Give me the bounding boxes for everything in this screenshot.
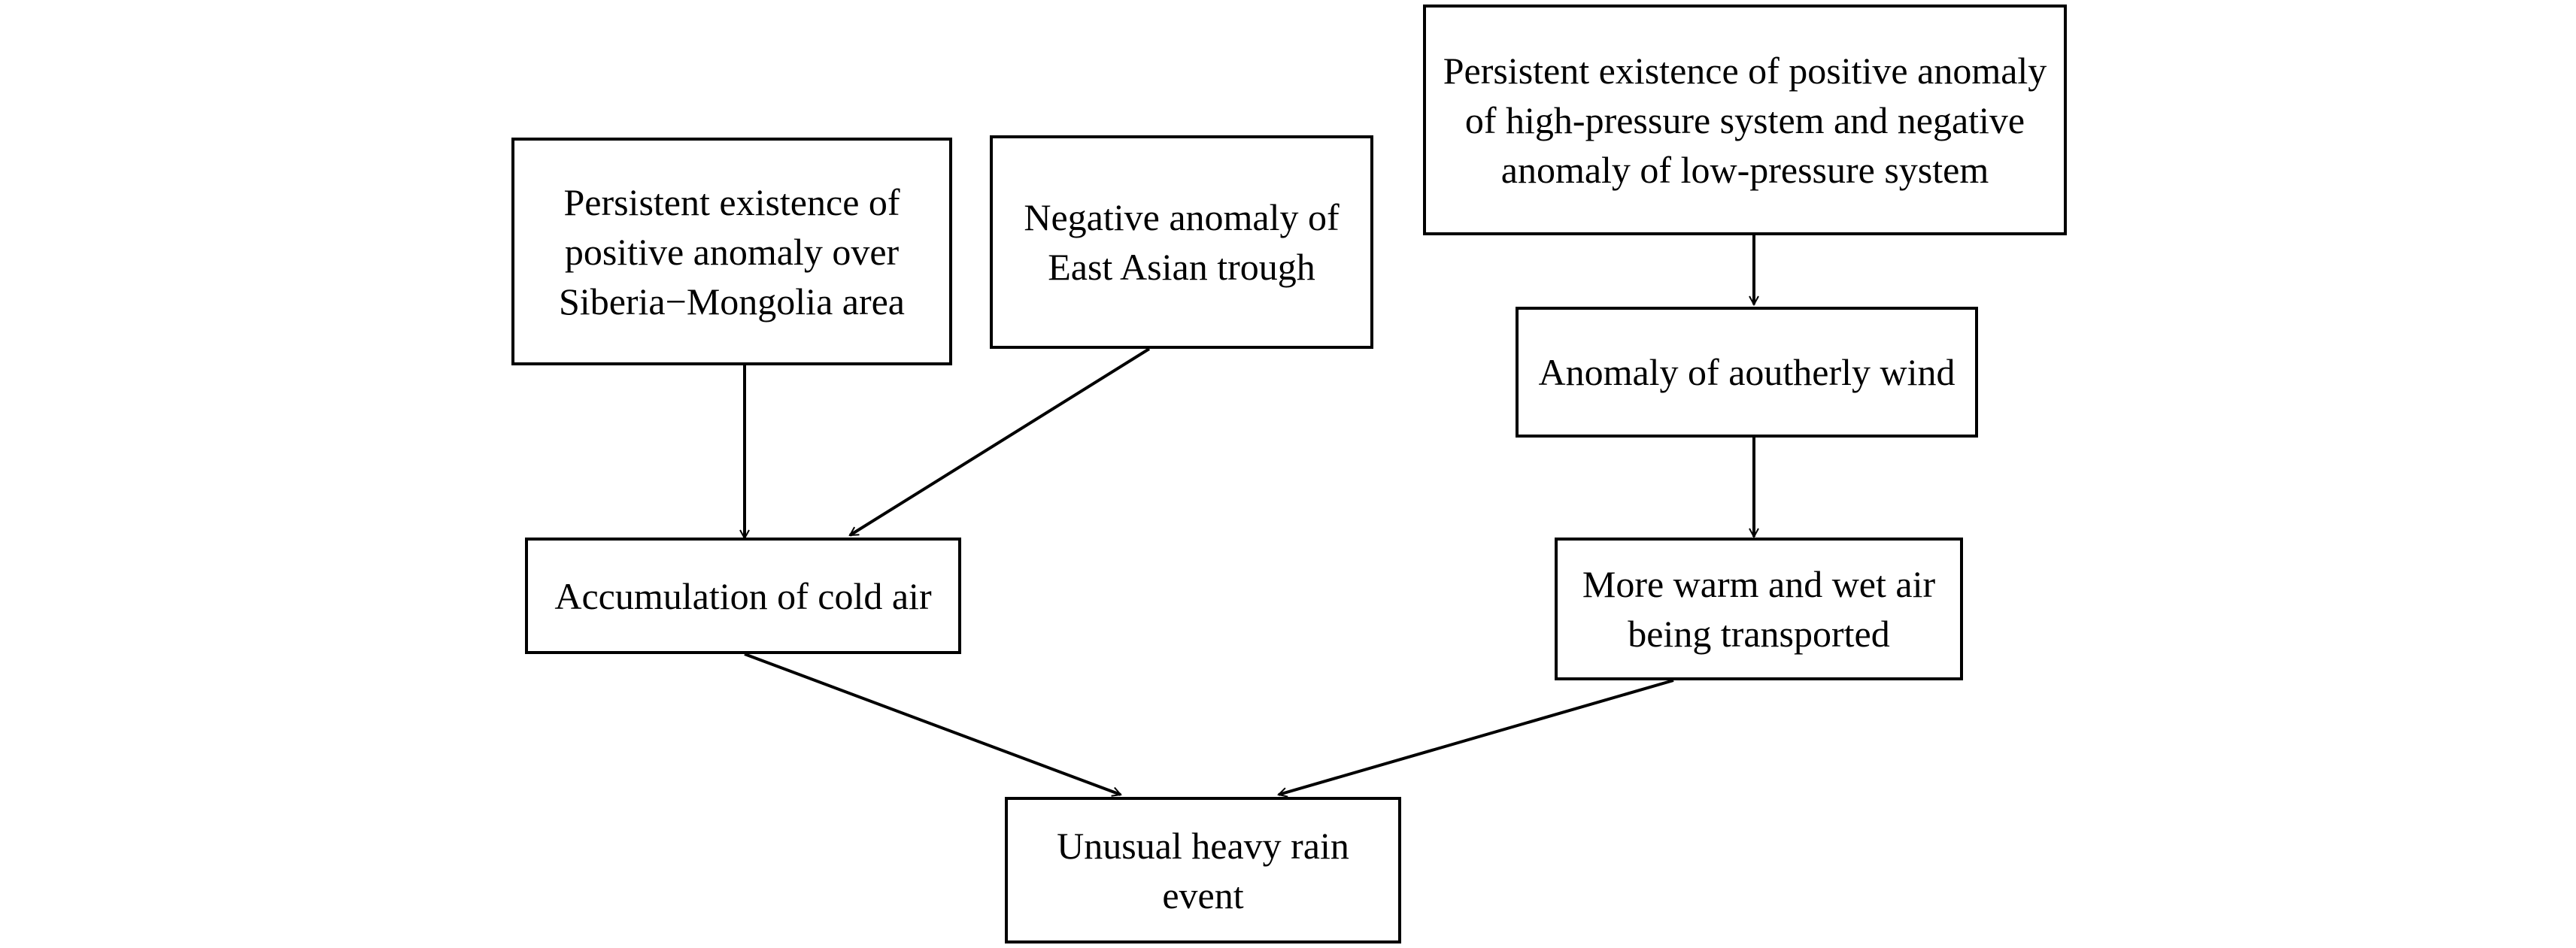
node-label: More warm and wet air being transported xyxy=(1582,563,1936,655)
arrow-cold-air-to-heavy-rain xyxy=(744,653,1121,795)
node-heavy-rain-event: Unusual heavy rain event xyxy=(1005,797,1401,943)
node-southerly-wind-anomaly: Anomaly of aoutherly wind xyxy=(1516,307,1978,438)
node-warm-wet-air-transport: More warm and wet air being transported xyxy=(1555,538,1963,680)
node-label: Persistent existence of positive anomaly… xyxy=(559,180,905,323)
node-cold-air-accumulation: Accumulation of cold air xyxy=(525,538,961,654)
node-label: Accumulation of cold air xyxy=(554,574,932,617)
arrow-trough-to-cold-air xyxy=(850,347,1151,537)
node-label: Persistent existence of positive anomaly… xyxy=(1443,49,2047,191)
node-east-asian-trough: Negative anomaly of East Asian trough xyxy=(990,135,1373,349)
node-label: Negative anomaly of East Asian trough xyxy=(1024,196,1340,288)
node-label: Unusual heavy rain event xyxy=(1057,824,1349,916)
arrow-warm-air-to-heavy-rain xyxy=(1279,679,1674,795)
node-label: Anomaly of aoutherly wind xyxy=(1538,351,1956,393)
node-siberia-positive-anomaly: Persistent existence of positive anomaly… xyxy=(511,138,952,365)
node-pressure-system-anomaly: Persistent existence of positive anomaly… xyxy=(1423,5,2067,235)
